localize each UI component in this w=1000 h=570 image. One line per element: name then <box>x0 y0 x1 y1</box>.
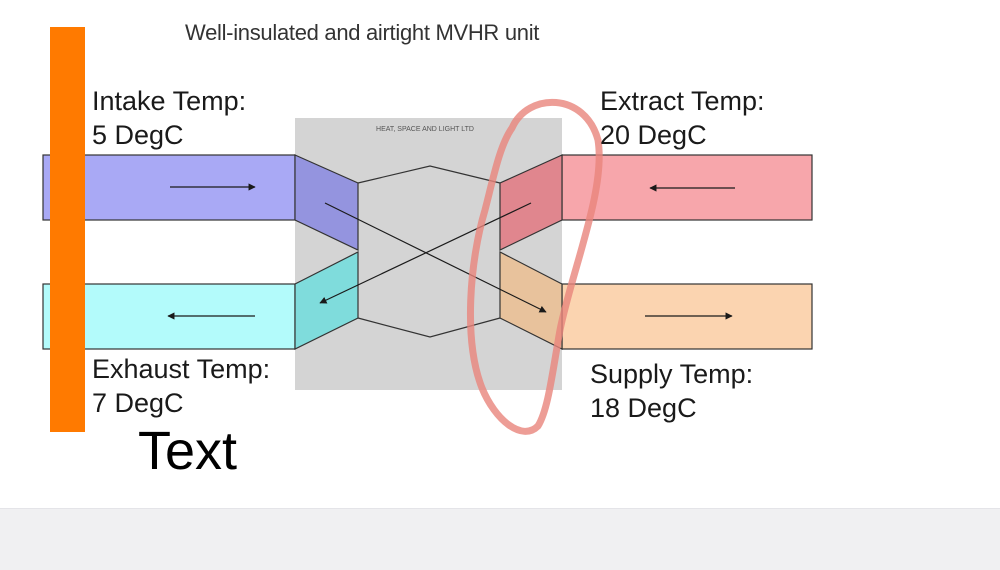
core-bottom-edge <box>357 317 501 338</box>
supply-temp-name: Supply Temp: <box>590 359 754 389</box>
mvhr-diagram: HEAT, SPACE AND LIGHT LTD <box>42 27 813 435</box>
extract-temp-label: Extract Temp: 20 DegC <box>600 84 765 152</box>
extract-temp-value: 20 DegC <box>600 120 707 150</box>
supply-temp-label: Supply Temp: 18 DegC <box>590 357 753 425</box>
intake-temp-value: 5 DegC <box>92 120 184 150</box>
annotation-text: Text <box>138 421 238 481</box>
cross-flow-arrow-stale <box>319 202 532 304</box>
supply-temp-value: 18 DegC <box>590 393 697 423</box>
intake-temp-name: Intake Temp: <box>92 86 247 116</box>
core-top-edge <box>357 165 501 184</box>
cross-flow-arrow-fresh <box>324 202 547 313</box>
exhaust-temp-name: Exhaust Temp: <box>92 354 271 384</box>
exhaust-temp-label: Exhaust Temp: 7 DegC <box>92 352 270 420</box>
intake-transition <box>294 154 359 251</box>
diagram-title: Well-insulated and airtight MVHR unit <box>185 20 540 45</box>
bottom-toolbar <box>0 508 1000 570</box>
exhaust-temp-value: 7 DegC <box>92 388 184 418</box>
extract-temp-name: Extract Temp: <box>600 86 765 116</box>
intake-temp-label: Intake Temp: 5 DegC <box>92 84 246 152</box>
unit-manufacturer-label: HEAT, SPACE AND LIGHT LTD <box>376 126 474 133</box>
orange-marker-bar <box>50 27 85 432</box>
extract-transition <box>499 154 563 251</box>
circle-annotation <box>466 98 603 435</box>
